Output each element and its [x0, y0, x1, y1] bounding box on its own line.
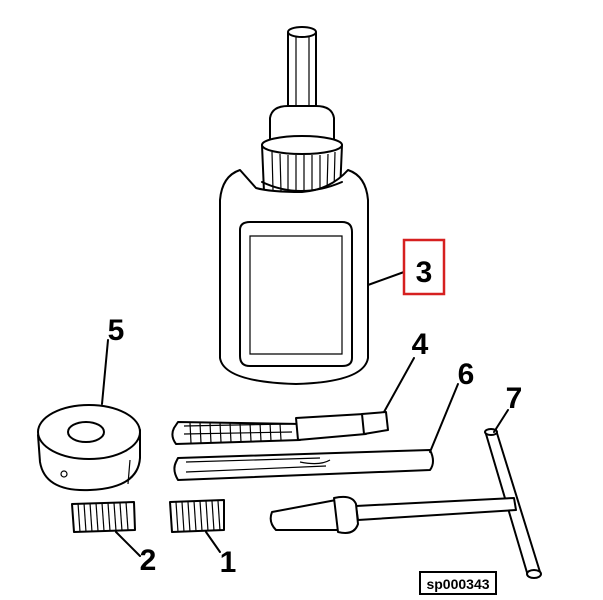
callout-1: 1: [220, 546, 237, 579]
collar-ring-part: [37, 339, 141, 492]
callout-6: 6: [458, 358, 475, 391]
tap-flutes: [183, 422, 293, 444]
tap-part: [171, 357, 415, 445]
callout-4: 4: [412, 328, 429, 361]
callout-3-highlight-box: [402, 238, 446, 296]
callout-5: 5: [108, 314, 125, 347]
reamer-part: [173, 383, 459, 481]
set-screw-left-part: [71, 501, 141, 557]
callout-3: 3: [416, 256, 433, 289]
reference-code: sp000343: [426, 576, 489, 592]
t-handle-part: [269, 409, 542, 579]
set-screw-right-part: [169, 499, 225, 553]
callout-7: 7: [506, 382, 523, 415]
left-screw-threads: [77, 501, 129, 533]
bottle-part: [219, 26, 405, 385]
right-screw-threads: [175, 500, 221, 533]
callout-2: 2: [140, 544, 157, 577]
reference-code-box: [419, 571, 497, 595]
